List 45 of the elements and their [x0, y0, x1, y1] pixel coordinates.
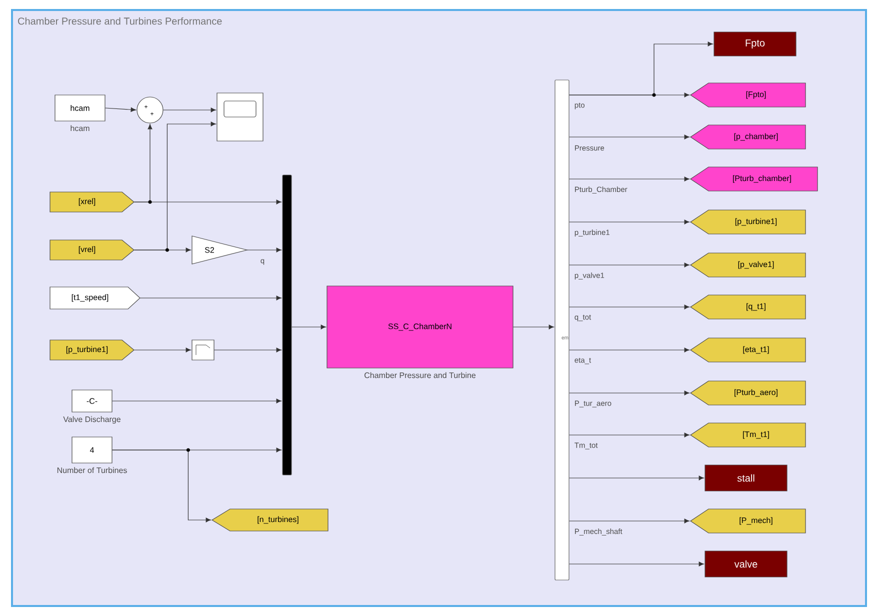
block-caption: hcam — [70, 125, 90, 132]
signal-arrow — [134, 124, 152, 204]
signal-arrow — [568, 518, 690, 524]
from-tag: [xrel] — [50, 192, 134, 212]
lookup-box — [192, 340, 214, 360]
from-tag: [t1_speed] — [50, 286, 140, 310]
signal-arrow — [568, 390, 690, 396]
signal-arrow — [214, 348, 282, 352]
signal-arrow — [112, 398, 282, 404]
signal-arrow — [568, 476, 704, 480]
signal-arrow — [568, 176, 690, 182]
block-box: Fpto — [714, 32, 796, 56]
from-tag: [p_turbine1] — [50, 340, 134, 360]
signal-arrow — [140, 296, 282, 300]
bus-bar — [554, 80, 570, 580]
signal-arrow — [291, 324, 326, 330]
signal-arrow — [246, 248, 282, 252]
scope-box — [216, 92, 264, 142]
diagram-title: Chamber Pressure and Turbines Performance — [18, 17, 222, 25]
signal-arrow — [568, 42, 713, 97]
signal-arrow — [568, 304, 690, 310]
signal-arrow — [112, 448, 211, 522]
signal-arrow — [568, 262, 690, 268]
block-box: SS_C_ChamberN — [326, 286, 514, 368]
block-box: valve — [704, 550, 788, 578]
signal-arrow — [568, 134, 690, 140]
signal-arrow — [134, 348, 191, 352]
signal-arrow — [104, 107, 136, 112]
block-caption: Chamber Pressure and Turbine — [364, 372, 476, 378]
block-box: stall — [704, 464, 788, 492]
signal-arrow — [568, 432, 690, 438]
gain-triangle: S2 — [192, 236, 248, 264]
from-tag: [vrel] — [50, 240, 134, 260]
block-box: 4 — [72, 436, 112, 464]
block-box: hcam — [54, 94, 106, 122]
signal-arrow — [134, 122, 216, 252]
block-caption: Number of Turbines — [57, 467, 127, 474]
block-box: -C- — [72, 390, 112, 412]
signal-arrow — [568, 348, 690, 352]
bus-bar — [282, 174, 292, 476]
signal-arrow — [512, 324, 554, 330]
signal-arrow — [568, 562, 704, 566]
signal-arrow — [568, 220, 690, 224]
block-caption: Valve Discharge — [63, 416, 120, 424]
signal-arrow — [162, 108, 216, 112]
